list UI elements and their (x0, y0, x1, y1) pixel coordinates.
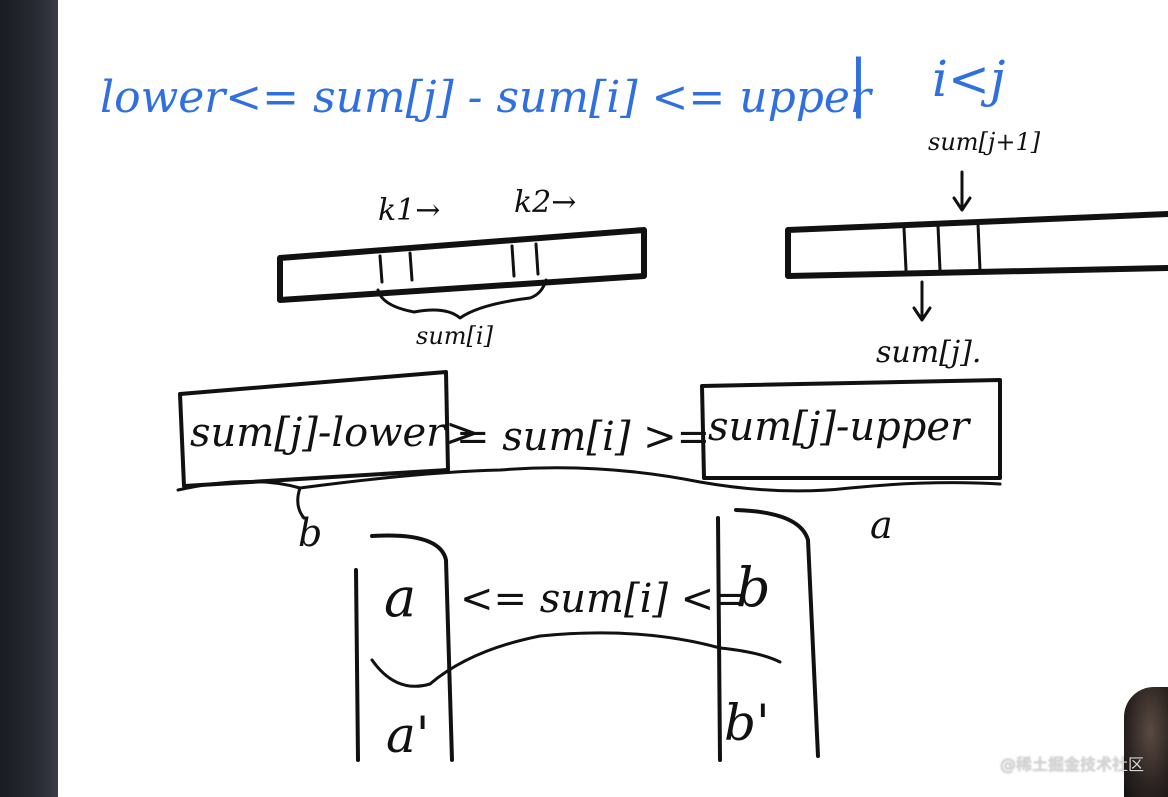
label-sum-j-plus-1: sum[j+1] (928, 128, 1041, 156)
watermark-text: @稀土掘金技术社区 (999, 755, 1144, 774)
left-array (277, 227, 647, 320)
label-sum-j: sum[j]. (876, 335, 981, 370)
formula-separator: | (848, 46, 869, 119)
inequality-row (176, 370, 1002, 520)
arrow-down-top (952, 170, 972, 212)
label-a: a (870, 503, 893, 547)
formula-main: lower<= sum[j] - sum[i] <= upper (100, 72, 874, 123)
left-array-outline (277, 227, 647, 303)
video-left-edge (0, 0, 58, 797)
arrow-down-bottom (912, 280, 932, 322)
bound-middle: <= sum[i] <= (460, 576, 748, 622)
right-array-outline (785, 211, 1168, 279)
tick-b (296, 486, 306, 520)
pointer-k1: k1→ (378, 193, 440, 228)
expr-sum-i-middle: = sum[i] >= (456, 414, 710, 460)
pointer-k2: k2→ (514, 185, 576, 220)
column-right (716, 508, 820, 762)
bound-b-prime: b' (724, 694, 770, 752)
formula-condition: i<j (932, 50, 1005, 108)
bounds-block (354, 508, 820, 762)
brace-label-sum-i: sum[i] (416, 322, 494, 350)
box-left (178, 370, 450, 488)
expr-sum-j-minus-lower: sum[j]-lower> (190, 410, 479, 456)
right-array (785, 170, 1168, 322)
bound-a-prime: a' (386, 706, 430, 764)
right-array-cells (902, 222, 982, 272)
box-right (700, 378, 1002, 480)
expr-sum-j-minus-upper: sum[j]-upper (708, 404, 972, 450)
webcam-overlay (1124, 687, 1168, 797)
bound-a: a (384, 566, 416, 629)
column-left (354, 533, 454, 762)
bounds-underline (370, 631, 782, 688)
bound-b: b (736, 556, 771, 619)
left-array-cells (378, 242, 540, 284)
left-array-brace (376, 278, 548, 320)
label-b: b (298, 511, 322, 555)
